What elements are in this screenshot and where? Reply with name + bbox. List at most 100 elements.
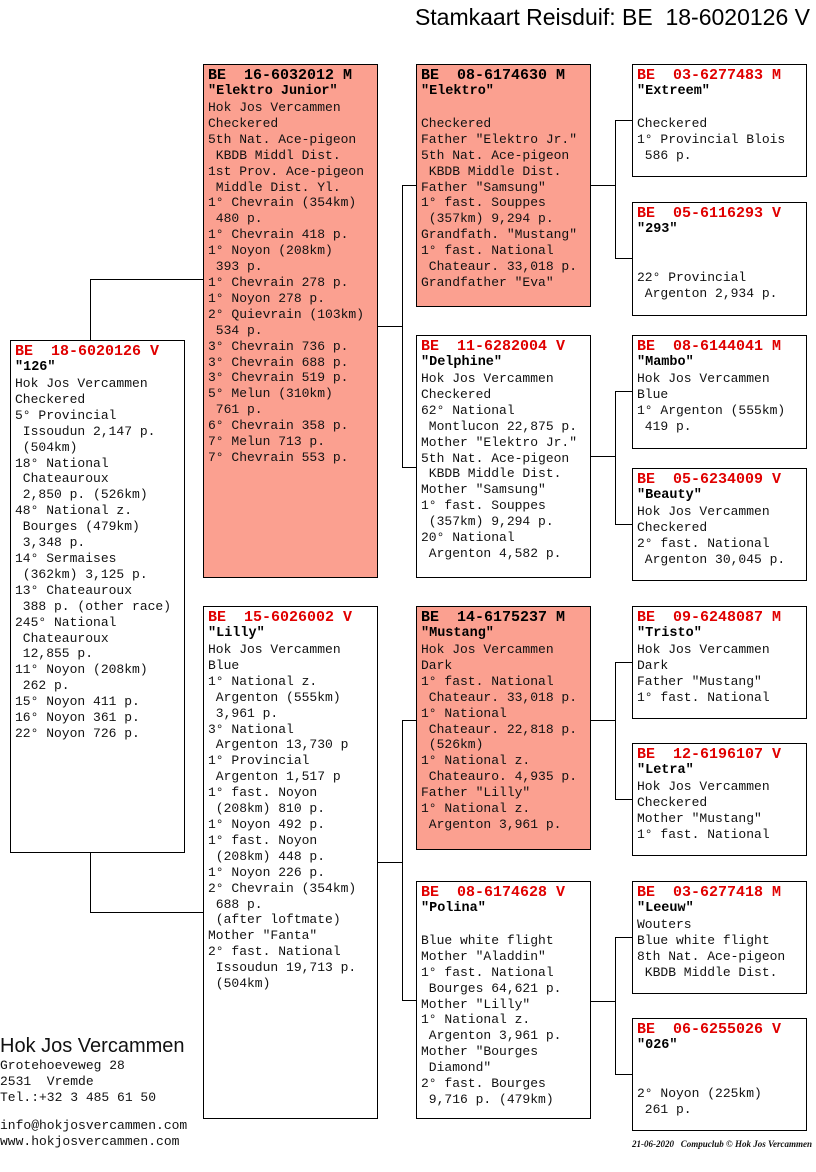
info-line: 262 p. [15, 678, 70, 694]
pigeon-name: "Extreem" [637, 84, 710, 99]
info-line: Chateauroux [15, 471, 109, 487]
info-line: Hok Jos Vercammen [637, 371, 770, 386]
info-line: 1° Provincial Blois [637, 131, 786, 147]
connector-line [590, 1001, 615, 1002]
info-line: 1° fast. Souppes [421, 195, 546, 211]
info-line: 2° Chevrain (354km) [208, 880, 357, 896]
info-line: 1° Noyon 278 p. [208, 290, 326, 306]
info-line: KBDB Middle Dist. [421, 466, 562, 482]
info-line: 3,348 p. [15, 535, 86, 551]
connector-line [377, 862, 402, 863]
owner-email[interactable]: info@hokjosvercammen.com [0, 1118, 188, 1133]
info-line: 534 p. [208, 322, 263, 338]
info-line: Argenton 3,961 p. [421, 1028, 562, 1044]
info-line: 8th Nat. Ace-pigeon [637, 948, 786, 964]
info-line: 1° fast. National [421, 673, 554, 689]
ring-number: BE 16-6032012 M [208, 67, 353, 84]
ring-number: BE 08-6174630 M [421, 67, 566, 84]
info-line: Dark [637, 657, 669, 673]
info-line: Checkered [637, 794, 708, 810]
connector-line [90, 279, 91, 340]
info-line: 22° Noyon 726 p. [15, 725, 140, 741]
info-line [637, 100, 806, 116]
owner-website[interactable]: www.hokjosvercammen.com [0, 1134, 180, 1149]
info-line: 1° National z. [208, 673, 318, 689]
connector-line [615, 391, 632, 392]
info-line: Chateaur. 33,018 p. [421, 689, 578, 705]
info-line: KBDB Middl Dist. [208, 147, 341, 163]
info-line: Blue white flight [637, 932, 770, 948]
info-line: 2° Noyon (225km) [637, 1085, 762, 1101]
footer-credit: 21-06-2020 Compuclub © Hok Jos Vercammen [632, 1139, 812, 1149]
info-line: Checkered [208, 115, 279, 131]
info-line: Hok Jos Vercammen [421, 371, 554, 386]
info-line: 1° fast. Noyon [208, 832, 318, 848]
info-line: 5° Provincial [15, 407, 117, 423]
connector-line [402, 720, 416, 721]
owner-name: Hok Jos Vercammen [0, 1035, 185, 1057]
pigeon-name: "Mustang" [421, 626, 494, 641]
info-line: 20° National [421, 530, 515, 546]
connector-line [615, 258, 632, 259]
info-line: 3° Chevrain 736 p. [208, 338, 349, 354]
info-line: 1° fast. National [421, 964, 554, 980]
info-line: 388 p. (other race) [15, 598, 172, 614]
info-line: 6° Chevrain 358 p. [208, 418, 349, 434]
info-line: (208km) 810 p. [208, 801, 326, 817]
info-line: Chateauro. 4,935 p. [421, 769, 578, 785]
info-line: (357km) 9,294 p. [421, 514, 554, 530]
info-line [637, 238, 806, 254]
info-line: 3,961 p. [208, 705, 279, 721]
info-line: 393 p. [208, 259, 263, 275]
info-line [637, 254, 806, 270]
ring-number: BE 09-6248087 M [637, 609, 782, 626]
pigeon-name: "026" [637, 1038, 678, 1053]
pigeon-name: "Delphine" [421, 355, 503, 370]
pigeon-name: "Lilly" [208, 626, 265, 641]
info-line: 48° National z. [15, 503, 133, 519]
info-line: 1° fast. Souppes [421, 498, 546, 514]
pigeon-name: "Elektro" [421, 84, 494, 99]
info-line: Hok Jos Vercammen [637, 642, 770, 657]
pigeon-name: "126" [15, 360, 56, 375]
info-line: (504km) [15, 439, 78, 455]
info-line: Checkered [637, 115, 708, 131]
info-line: 1° Noyon (208km) [208, 243, 333, 259]
connector-line [90, 852, 91, 913]
info-line: Argenton 1,517 p [208, 769, 341, 785]
info-line: Blue [208, 657, 240, 673]
ring-number: BE 06-6255026 V [637, 1021, 782, 1038]
info-line: (362km) 3,125 p. [15, 566, 148, 582]
info-line: 1° fast. National [637, 689, 770, 705]
info-line: Mother "Bourges [421, 1044, 539, 1060]
pigeon-name: "Beauty" [637, 488, 702, 503]
info-line: 11° Noyon (208km) [15, 662, 148, 678]
connector-line [90, 912, 203, 913]
info-line: 3° National [208, 721, 294, 737]
connector-line [377, 326, 402, 327]
info-line: Grandfath. "Mustang" [421, 227, 578, 243]
info-line: (after loftmate) [208, 912, 341, 928]
info-line: 586 p. [637, 147, 692, 163]
info-line: 261 p. [637, 1101, 692, 1117]
info-line: 1° fast. National [421, 243, 554, 259]
info-line: Argenton 3,961 p. [421, 816, 562, 832]
info-line: Mother "Mustang" [637, 810, 762, 826]
info-line: Bourges 64,621 p. [421, 980, 562, 996]
pigeon-name: "Mambo" [637, 355, 694, 370]
info-line: Blue white flight [421, 932, 554, 948]
ring-number: BE 18-6020126 V [15, 343, 160, 360]
ring-number: BE 05-6116293 V [637, 205, 782, 222]
info-line: 2° fast. National [208, 944, 341, 960]
info-line: Middle Dist. Yl. [208, 179, 341, 195]
info-line: KBDB Middle Dist. [421, 163, 562, 179]
ring-number: BE 08-6174628 V [421, 884, 566, 901]
info-line: 22° Provincial [637, 269, 747, 285]
info-line: 15° Noyon 411 p. [15, 694, 140, 710]
info-line: Hok Jos Vercammen [637, 504, 770, 519]
connector-line [615, 524, 632, 525]
